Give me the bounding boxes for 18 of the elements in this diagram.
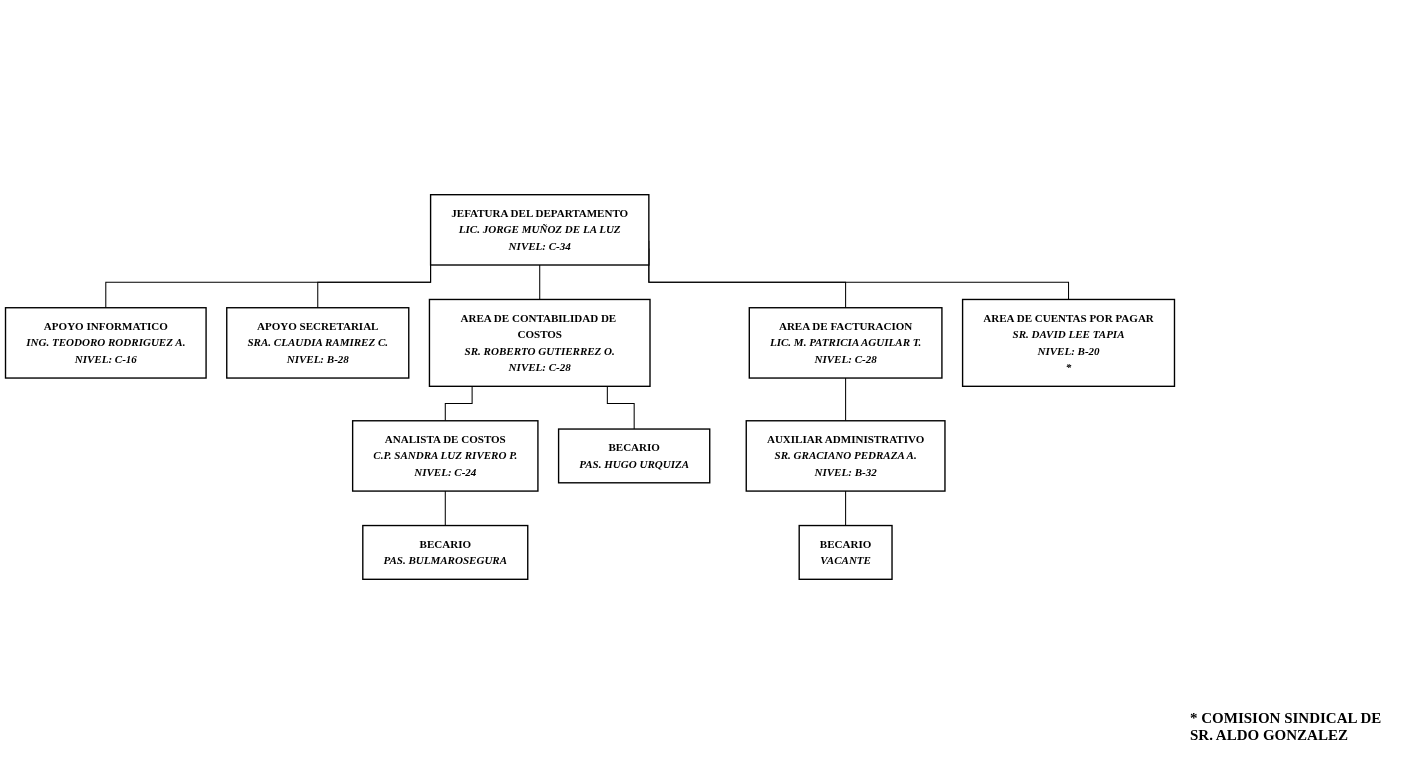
footnote: * COMISION SINDICAL DE SR. ALDO GONZALEZ <box>1190 710 1383 744</box>
node-box: AREA DE FACTURACION LIC. M. PATRICIA AGUILAR T. NIVEL: C-28 <box>748 307 943 379</box>
connector <box>444 490 446 527</box>
node-box: APOYO SECRETARIAL SRA. CLAUDIA RAMIREZ C. NIVEL: B-28 <box>226 307 410 379</box>
connector <box>845 377 847 422</box>
node-box: ANALISTA DE COSTOS C.P. SANDRA LUZ RIVERO P. NIVEL: C-24 <box>351 420 539 492</box>
connector <box>444 385 473 422</box>
node-box: AREA DE CUENTAS POR PAGAR SR. DAVID LEE TAPIA NIVEL: B-20 * <box>961 298 1176 387</box>
node-box: AUXILIAR ADMINISTRATIVO SR. GRACIANO PEDRAZA A. NIVEL: B-32 <box>745 420 946 492</box>
connector <box>606 385 635 430</box>
node-box: JEFATURA DEL DEPARTAMENTO LIC. JORGE MUÑOZ DE LA LUZ NIVEL: C-34 <box>429 194 650 266</box>
node-box: AREA DE CONTABILIDAD DE COSTOS SR. ROBERTO GUTIERREZ O. NIVEL: C-28 <box>428 298 651 387</box>
node-box: BECARIO VACANTE <box>798 524 893 580</box>
node-box: APOYO INFORMATICO ING. TEODORO RODRIGUEZ A. NIVEL: C-16 <box>4 307 207 379</box>
connector <box>539 264 541 300</box>
node-box: BECARIO PAS. BULMAROSEGURA <box>362 524 529 580</box>
node-box: BECARIO PAS. HUGO URQUIZA <box>557 428 711 484</box>
connector <box>845 490 847 527</box>
